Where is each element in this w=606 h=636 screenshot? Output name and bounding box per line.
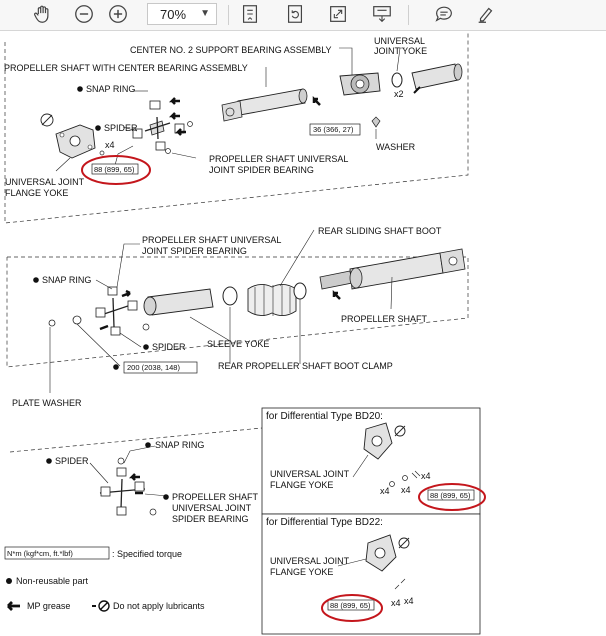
legend-torque-box — [4, 546, 110, 560]
label-bottom-snap-ring: SNAP RING — [155, 440, 204, 450]
download-icon[interactable] — [370, 2, 394, 26]
propeller-shaft-center-part — [221, 63, 463, 128]
bd22-flange-yoke-part — [365, 534, 410, 590]
zoom-out-icon[interactable] — [72, 2, 96, 26]
top-assembly-outline — [4, 31, 469, 224]
bottom-assembly-outline — [9, 427, 263, 453]
highlight-circle-bd20 — [418, 483, 486, 511]
bd20-flange-2: FLANGE YOKE — [270, 480, 333, 490]
bd22-panel — [261, 513, 481, 635]
label-prop-shaft-center: PROPELLER SHAFT WITH CENTER BEARING ASSE… — [4, 63, 248, 73]
torque-box-88-top — [91, 163, 139, 175]
bd20-x4c: x4 — [421, 471, 431, 481]
pdf-toolbar: 70% ▼ — [0, 0, 606, 31]
zoom-in-icon[interactable] — [106, 2, 130, 26]
bd22-flange-2: FLANGE YOKE — [270, 567, 333, 577]
label-sleeve-yoke: SLEEVE YOKE — [207, 339, 269, 349]
hand-icon[interactable] — [30, 2, 54, 26]
torque-box-bd20 — [427, 489, 475, 501]
torque-36: 36 (366, 27) — [313, 125, 354, 134]
bd20-title: for Differential Type BD20: — [266, 411, 383, 422]
document-page: CENTER NO. 2 SUPPORT BEARING ASSEMBLY UN… — [0, 31, 606, 636]
label-boot-clamp: REAR PROPELLER SHAFT BOOT CLAMP — [218, 361, 393, 371]
label-mid-snap-ring: SNAP RING — [42, 275, 91, 285]
label-rear-boot: REAR SLIDING SHAFT BOOT — [318, 226, 442, 236]
torque-box-200 — [123, 361, 198, 374]
bd20-flange-1: UNIVERSAL JOINT — [270, 469, 350, 479]
label-top-snap-ring: SNAP RING — [86, 84, 135, 94]
bd20-torque: 88 (899, 65) — [430, 491, 471, 500]
label-mid-spider-bearing-2: JOINT SPIDER BEARING — [142, 246, 247, 256]
highlight-pen-icon[interactable] — [474, 2, 498, 26]
torque-200: 200 (2038, 148) — [127, 363, 180, 372]
label-plate-washer: PLATE WASHER — [12, 398, 82, 408]
bd22-flange-1: UNIVERSAL JOINT — [270, 556, 350, 566]
label-mid-spider-bearing-1: PROPELLER SHAFT UNIVERSAL — [142, 235, 281, 245]
zoom-select[interactable]: 70% ▼ — [147, 3, 217, 25]
label-top-x2: x2 — [394, 89, 404, 99]
rotate-icon[interactable] — [283, 2, 307, 26]
middle-leader-lines — [49, 229, 393, 393]
highlight-circle-top — [81, 155, 151, 185]
legend-no-lube: Do not apply lubricants — [113, 601, 205, 611]
label-mid-spider: SPIDER — [152, 342, 186, 352]
non-reusable-marker — [46, 458, 52, 464]
toolbar-divider — [408, 5, 409, 25]
middle-shaft-parts — [48, 248, 466, 336]
label-bottom-spider-bearing-2: UNIVERSAL JOINT — [172, 503, 252, 513]
label-universal-joint-yoke-1: UNIVERSAL — [374, 36, 425, 46]
label-top-spider-bearing-1: PROPELLER SHAFT UNIVERSAL — [209, 154, 348, 164]
bd20-x4b: x4 — [401, 485, 411, 495]
bd20-flange-yoke-part — [363, 422, 421, 487]
label-top-spider-bearing-2: JOINT SPIDER BEARING — [209, 165, 314, 175]
zoom-value: 70% — [160, 6, 187, 22]
label-center-bearing: CENTER NO. 2 SUPPORT BEARING ASSEMBLY — [130, 45, 332, 55]
legend-mp-grease: MP grease — [27, 601, 70, 611]
comment-icon[interactable] — [432, 2, 456, 26]
bd20-leader — [352, 454, 369, 478]
propeller-shaft-diagram: CENTER NO. 2 SUPPORT BEARING ASSEMBLY UN… — [4, 31, 486, 635]
page-fit-icon[interactable] — [238, 2, 262, 26]
chevron-down-icon: ▼ — [200, 8, 210, 19]
label-top-flange-yoke-1: UNIVERSAL JOINT — [5, 177, 85, 187]
bd22-title: for Differential Type BD22: — [266, 517, 383, 528]
non-reusable-marker — [77, 86, 83, 92]
label-washer: WASHER — [376, 142, 416, 152]
legend-non-reusable: Non-reusable part — [16, 576, 89, 586]
bd22-torque: 88 (899, 65) — [330, 601, 371, 610]
non-reusable-marker — [163, 494, 169, 500]
torque-box-36 — [309, 123, 361, 136]
no-lubricant-icon — [92, 600, 110, 612]
bd22-leader — [337, 558, 367, 567]
bd22-x4b: x4 — [404, 596, 414, 606]
label-top-x4: x4 — [105, 140, 115, 150]
middle-assembly-outline — [6, 256, 469, 368]
highlight-circle-bd22 — [321, 594, 383, 622]
label-bottom-spider-bearing-3: SPIDER BEARING — [172, 514, 249, 524]
legend-non-reusable-marker — [6, 578, 12, 584]
bd20-x4a: x4 — [380, 486, 390, 496]
torque-box-bd22 — [327, 599, 375, 611]
bottom-spider-parts — [99, 457, 157, 516]
expand-icon[interactable] — [326, 2, 350, 26]
label-top-spider: SPIDER — [104, 123, 138, 133]
legend-torque-unit: N*m (kgf*cm, ft.*lbf) — [7, 549, 73, 558]
non-reusable-marker — [143, 344, 149, 350]
top-flange-yoke-part — [40, 86, 421, 159]
non-reusable-marker — [95, 125, 101, 131]
label-bottom-spider: SPIDER — [55, 456, 89, 466]
label-bottom-spider-bearing-1: PROPELLER SHAFT — [172, 492, 259, 502]
legend-torque-desc: : Specified torque — [112, 549, 182, 559]
non-reusable-marker — [145, 442, 151, 448]
torque-88-top: 88 (899, 65) — [94, 165, 135, 174]
non-reusable-marker — [33, 277, 39, 283]
non-reusable-marker — [113, 364, 119, 370]
bd22-x4a: x4 — [391, 598, 401, 608]
label-top-flange-yoke-2: FLANGE YOKE — [5, 188, 68, 198]
label-universal-joint-yoke-2: JOINT YOKE — [374, 46, 427, 56]
toolbar-divider — [228, 5, 229, 25]
legend-arrow-icon — [7, 601, 20, 611]
label-propeller-shaft: PROPELLER SHAFT — [341, 314, 428, 324]
